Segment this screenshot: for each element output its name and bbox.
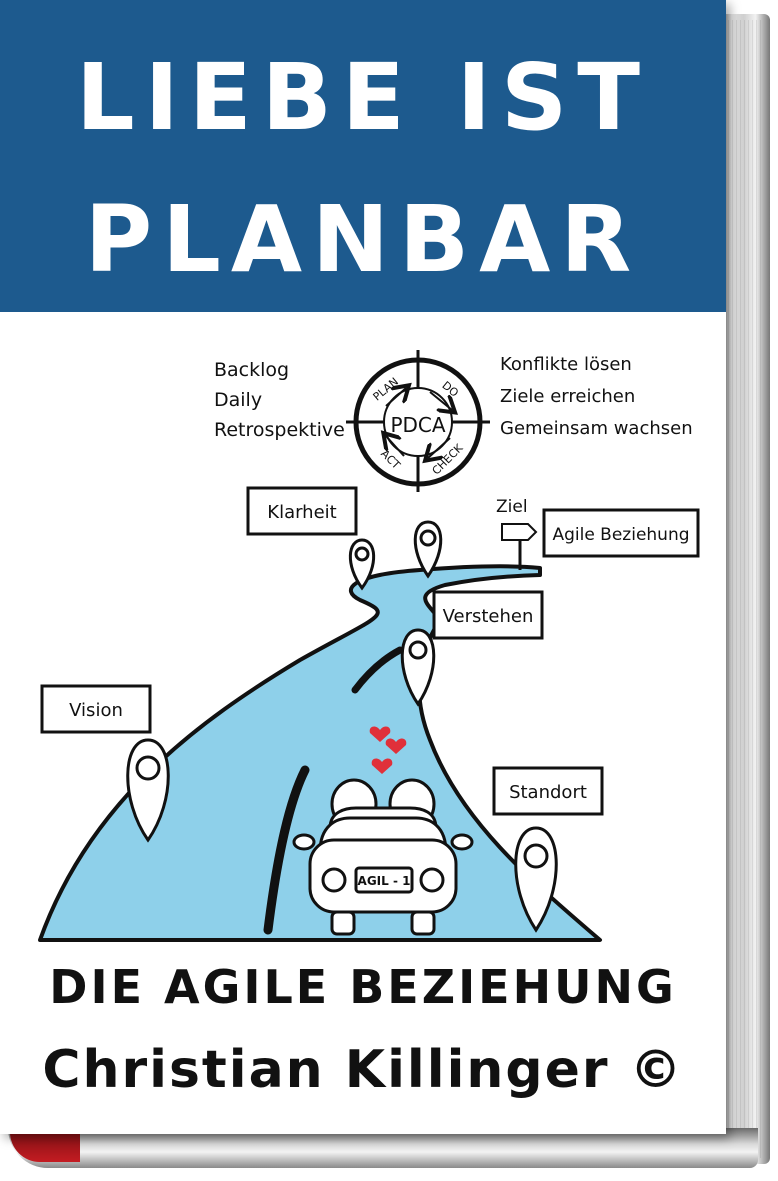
road-lane-marking: [263, 765, 310, 935]
goal-label: Ziel: [496, 497, 528, 517]
title-line-1: LIEBE IST: [76, 44, 650, 151]
left-list-item: Daily: [214, 389, 262, 411]
sign-vision-label: Vision: [69, 700, 123, 721]
sign-location-label: Standort: [509, 782, 587, 803]
cover-illustration: PDCA PLAN DO CHECK ACT Backlog Daily Ret…: [38, 350, 700, 942]
sign-understanding-box: [432, 590, 544, 640]
car-icon: [292, 778, 474, 936]
sign-goal-box: [542, 508, 700, 558]
title-line-2: PLANBAR: [84, 186, 642, 293]
sign-clarity-box: [246, 486, 358, 536]
book-page-edge: [722, 14, 770, 1164]
sign-goal-label: Agile Beziehung: [552, 525, 689, 545]
right-list-item: Gemeinsam wachsen: [500, 418, 693, 439]
pdca-center-label: PDCA: [390, 413, 445, 437]
heart-icon: [369, 726, 391, 742]
map-pin-icon: [413, 520, 443, 579]
sign-clarity-label: Klarheit: [267, 502, 336, 523]
book-bottom-edge: [8, 1128, 758, 1168]
heart-icon: [371, 758, 393, 774]
subtitle: DIE AGILE BEZIEHUNG: [49, 960, 677, 1014]
book-page-lines: [728, 20, 764, 1158]
right-list-item: Ziele erreichen: [500, 386, 635, 407]
author-name: Christian Killinger ©: [42, 1040, 684, 1100]
right-list-item: Konflikte lösen: [500, 354, 632, 375]
sign-location-box: [492, 766, 604, 816]
map-pin-icon: [400, 628, 436, 707]
title-band: LIEBE IST PLANBAR: [0, 0, 726, 312]
map-pin-icon: [514, 826, 558, 933]
sign-understanding-label: Verstehen: [443, 606, 534, 627]
map-pin-icon: [348, 538, 376, 591]
left-list-item: Backlog: [214, 359, 289, 381]
goal-arrow-sign: [501, 523, 538, 541]
book-cover: LIEBE IST PLANBAR: [0, 0, 726, 1100]
pdca-cycle: [346, 350, 490, 492]
heart-icon: [385, 738, 407, 754]
sign-vision-box: [40, 684, 152, 734]
left-list-item: Retrospektive: [214, 419, 345, 441]
map-pin-icon: [126, 738, 170, 843]
license-plate: AGIL - 1: [358, 874, 411, 888]
road-lane-marking: [351, 646, 404, 694]
